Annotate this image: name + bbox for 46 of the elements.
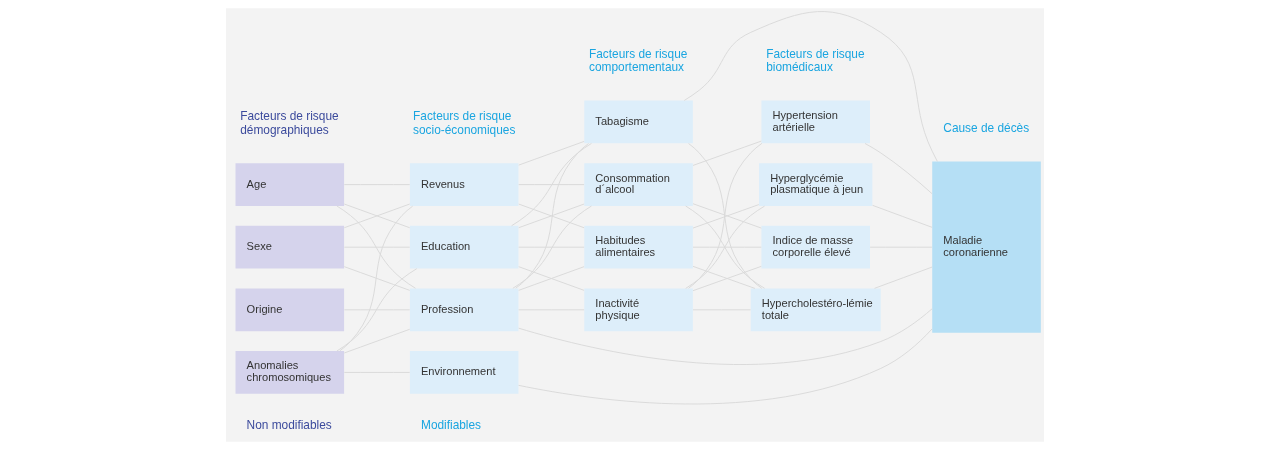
connector	[683, 11, 938, 162]
node-box: Hypercholestéro-lémie totale	[750, 288, 881, 332]
connector	[512, 205, 592, 289]
node-box: Origine	[235, 288, 345, 332]
label: Facteurs de risque démographiques	[240, 109, 339, 137]
connector	[343, 203, 411, 229]
node-box: Revenus	[409, 163, 519, 206]
node-box: Environnement	[409, 351, 519, 394]
connector	[518, 140, 585, 166]
connector	[685, 205, 766, 289]
connector	[874, 266, 933, 289]
connector	[511, 142, 592, 227]
label: Non modifiables	[246, 418, 332, 433]
connector	[336, 268, 418, 352]
connector	[339, 205, 414, 352]
node-box: Indice de masse corporelle élevé	[761, 225, 870, 269]
node-box: Habitudes alimentaires	[584, 225, 693, 269]
label: Facteurs de risque comportementaux	[589, 46, 688, 75]
label: Facteurs de risque socio-économiques	[413, 109, 516, 137]
node-box: Education	[409, 225, 519, 269]
label: Modifiables	[420, 418, 482, 433]
connector	[692, 140, 762, 166]
node-box: Hyperglycémie plasmatique à jeun	[759, 163, 873, 206]
connector	[336, 205, 416, 289]
node-box: Consommation d´alcool	[584, 163, 693, 206]
node-box: Tabagisme	[584, 100, 693, 144]
label: Cause de décès	[943, 120, 1030, 135]
connector	[872, 204, 933, 228]
node-box: Maladie coronarienne	[932, 161, 1041, 333]
node-box: Age	[235, 163, 345, 206]
node-box: Inactivité physique	[584, 288, 693, 332]
connector	[518, 203, 585, 229]
node-box: Sexe	[235, 225, 345, 269]
label: Facteurs de risque biomédicaux	[766, 46, 865, 75]
connector	[518, 328, 933, 405]
connector	[343, 266, 411, 291]
node-box: Hypertension artérielle	[761, 100, 870, 144]
connector	[692, 265, 756, 289]
node-box: Anomalies chromosomiques	[235, 351, 345, 394]
connector	[515, 143, 590, 289]
node-box: Profession	[409, 288, 519, 332]
connector	[518, 266, 585, 291]
connector	[518, 308, 933, 365]
connector	[343, 328, 411, 354]
connector	[864, 143, 933, 195]
connector	[692, 265, 762, 292]
